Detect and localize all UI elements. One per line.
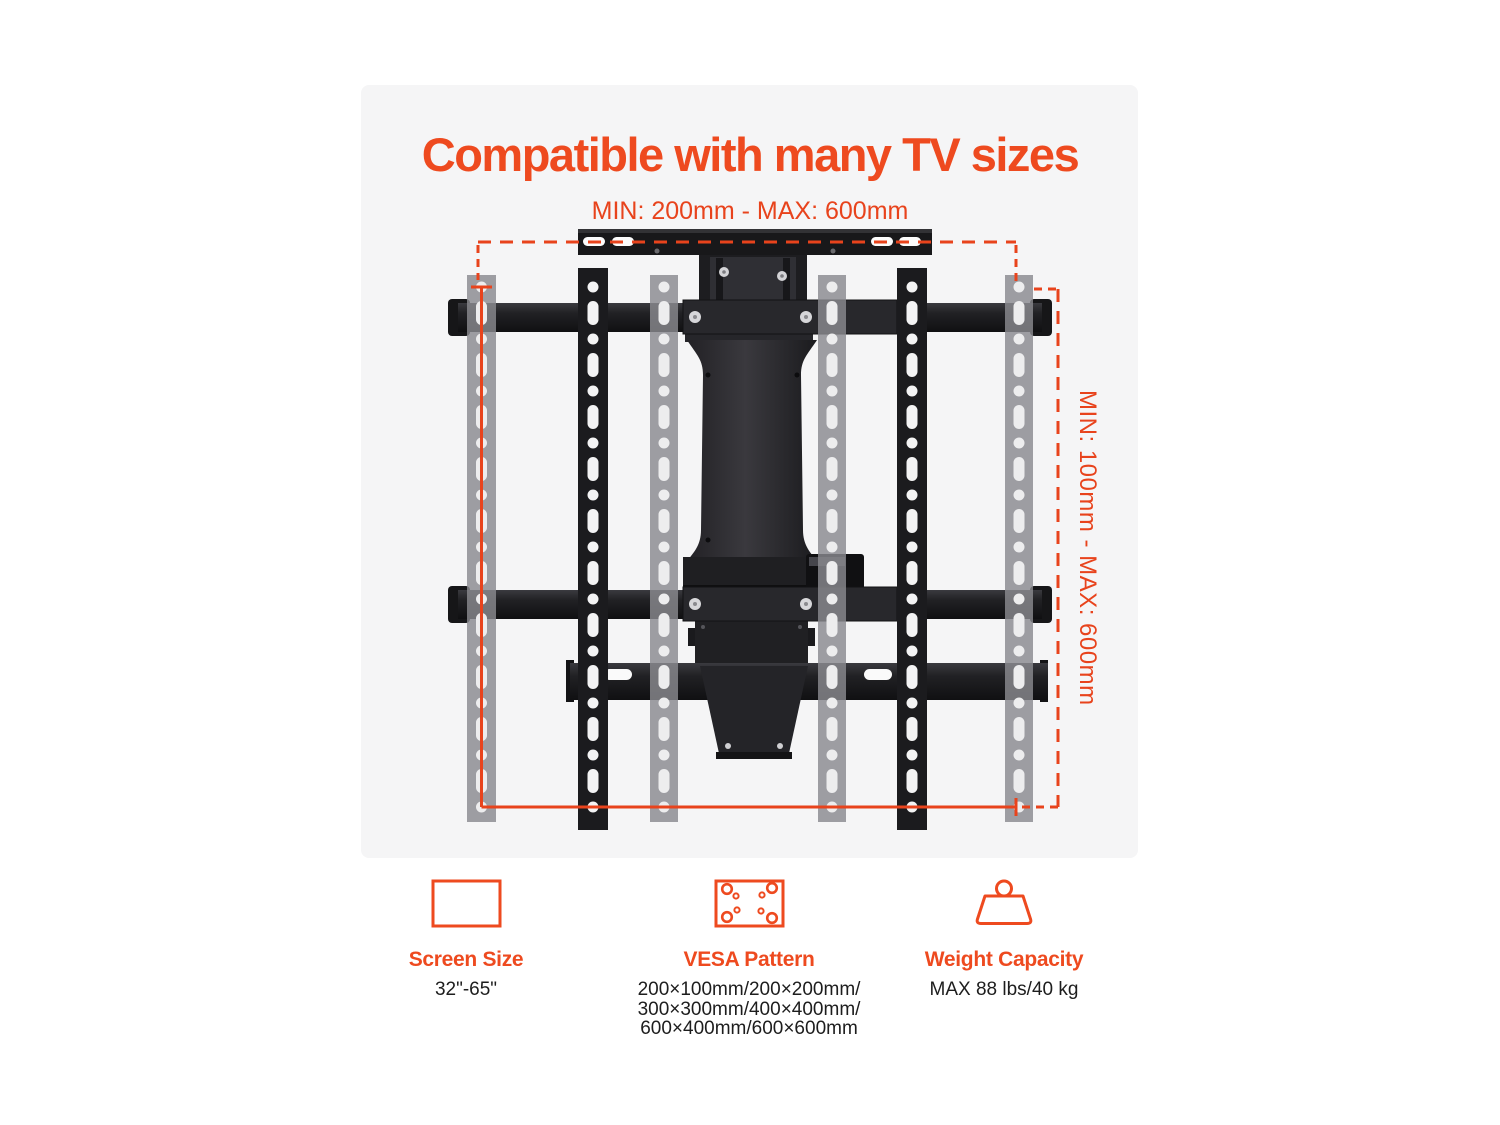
spec-label: Weight Capacity [924,948,1084,971]
spec-value: 32"-65" [434,979,498,1000]
crossbar-lower [448,586,1052,623]
side-dimension-label: MIN: 100mm - MAX: 600mm [1074,390,1101,706]
rail-black-2 [897,268,927,830]
spec-screen-size: Screen Size 32"-65" [346,878,586,1000]
crossbar-upper [448,299,1052,336]
vesa-pattern-icon [714,879,784,928]
bracket-lower-center [700,666,808,759]
spec-vesa-pattern: VESA Pattern 200×100mm/200×200mm/ 300×30… [629,878,869,1039]
screen-size-icon [431,879,501,928]
wall-bracket-bar [566,660,1048,702]
spec-value: MAX 88 lbs/40 kg [929,979,1079,1000]
spec-label: Screen Size [408,948,524,971]
tilt-bracket [699,253,807,307]
page-title: Compatible with many TV sizes [421,128,1080,181]
rail-black-1 [578,268,608,830]
dimension-lines [471,240,1060,816]
spec-label: VESA Pattern [683,948,815,971]
rail-gray-4 [1005,275,1033,822]
weight-capacity-icon [975,879,1033,925]
top-dimension-label: MIN: 200mm - MAX: 600mm [591,197,909,225]
rail-gray-2 [650,275,678,822]
gear-box [688,619,815,666]
spec-weight-capacity: Weight Capacity MAX 88 lbs/40 kg [884,878,1124,1000]
rail-gray-3 [818,275,846,822]
side-dimension-label-box: MIN: 100mm - MAX: 600mm [1064,289,1110,807]
spec-value: 200×100mm/200×200mm/ 300×300mm/400×400mm… [637,979,861,1039]
